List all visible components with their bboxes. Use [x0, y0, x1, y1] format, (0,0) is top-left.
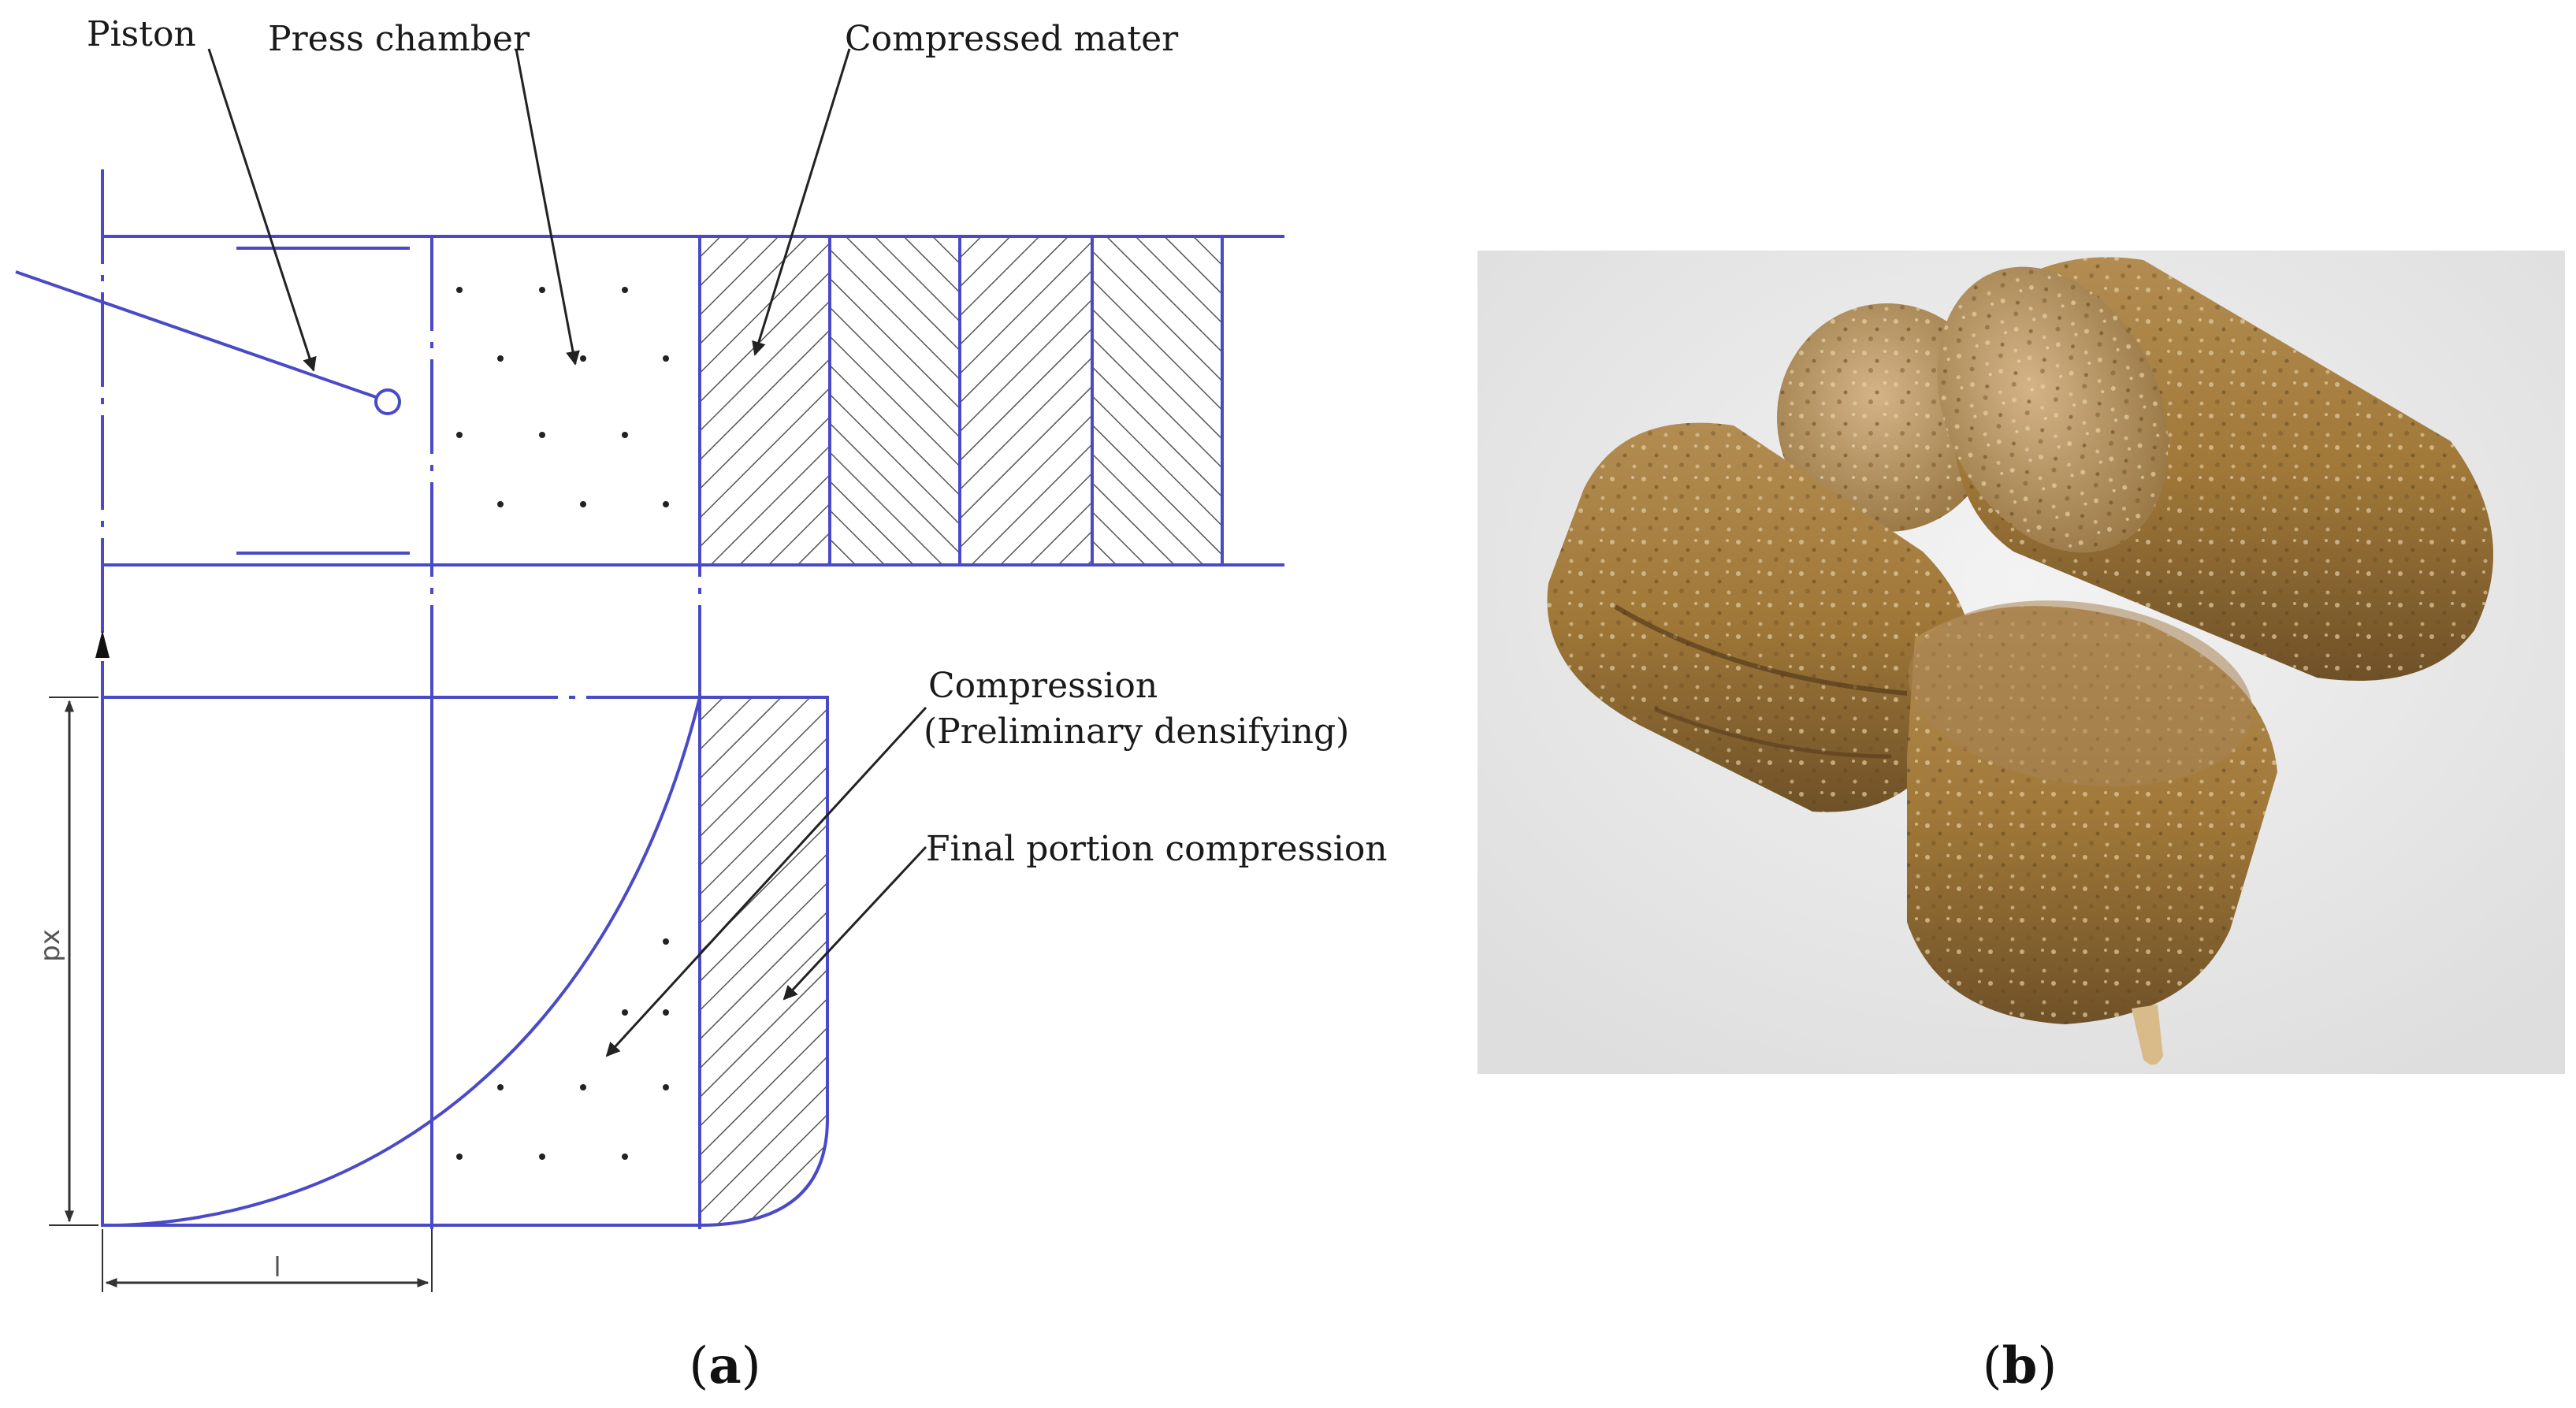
dimension-px-label: px [35, 929, 66, 962]
compression-particles [456, 938, 669, 1160]
compression-curve [117, 697, 701, 1227]
label-compression: Compression [928, 666, 1158, 706]
label-compressed-mater: Compressed mater [845, 19, 1179, 59]
axis-arrow [95, 630, 110, 658]
leader-lines [207, 48, 927, 1057]
pressure-diagram-frame [101, 696, 433, 1227]
press-diagram: px l Piston Press chamber Compressed mat… [15, 14, 1388, 1292]
briquette-large [1937, 257, 2493, 681]
briquette-front [1907, 600, 2277, 1065]
label-preliminary-densifying: (Preliminary densifying) [924, 711, 1349, 752]
panel-label-b: (b) [1983, 1336, 2057, 1395]
panel-label-a: (a) [689, 1336, 760, 1395]
dimension-horizontal: l [102, 1229, 433, 1292]
label-press-chamber: Press chamber [268, 19, 530, 59]
piston-rod [15, 270, 379, 399]
briquettes-photo [1478, 251, 2565, 1074]
press-chamber-particles [456, 287, 669, 507]
label-piston: Piston [87, 14, 196, 54]
label-final-portion: Final portion compression [926, 829, 1388, 869]
briquette-left [1547, 422, 1972, 812]
panel-letter-a: a [708, 1336, 741, 1395]
compressed-material-blocks [698, 235, 1224, 567]
piston-pin [374, 388, 401, 415]
panel-letter-b: b [2002, 1336, 2038, 1395]
final-portion-region [698, 696, 829, 1228]
dimension-l-label: l [273, 1252, 281, 1284]
dimension-vertical: px [35, 697, 99, 1226]
